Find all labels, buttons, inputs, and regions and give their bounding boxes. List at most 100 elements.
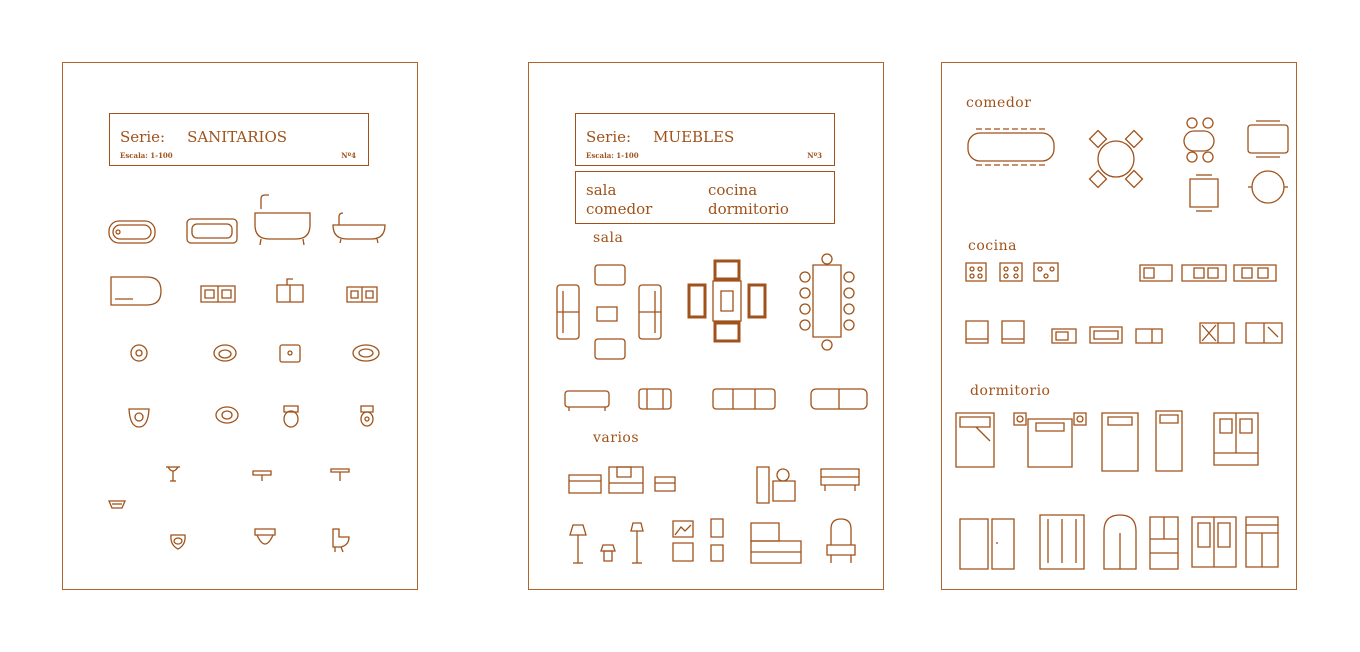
title-block-sanitarios: Serie: SANITARIOS Escala: 1-100 Nº4 [109, 113, 369, 166]
side-table-icon [655, 477, 675, 491]
category-sala: sala [586, 181, 617, 199]
double-sink-counter-icon [1182, 265, 1226, 281]
cooktop-icon [1034, 263, 1058, 281]
section-label-sala: sala [593, 230, 624, 246]
title-block-muebles: Serie: MUEBLES Escala: 1-100 Nº3 [575, 113, 835, 166]
oven-icon [1090, 327, 1122, 343]
category-cocina: cocina [708, 181, 758, 199]
wardrobe-open-icon [960, 519, 1014, 569]
arched-wardrobe-icon [1104, 515, 1136, 569]
armchair-icon [639, 389, 671, 409]
bathtub-rect-icon [187, 219, 237, 243]
bathtub-oval-icon [109, 221, 155, 243]
two-door-wardrobe-icon [1192, 517, 1236, 567]
vase-icon [711, 519, 723, 561]
sheet-muebles: Serie: MUEBLES Escala: 1-100 Nº3 sala coc… [528, 62, 884, 590]
single-bed-narrow-icon [1156, 411, 1182, 471]
dining-table-banquet-icon [968, 129, 1054, 165]
shower-tray-icon [111, 277, 161, 305]
wall-sink-icon [129, 409, 149, 427]
section-label-varios: varios [593, 430, 640, 446]
serie-name: MUEBLES [653, 128, 735, 146]
stove-icon [966, 263, 986, 281]
washer-icon [1200, 323, 1234, 343]
picture-frame-icon [673, 521, 693, 561]
microwave-icon [1052, 329, 1076, 343]
toilet-side-icon [333, 529, 349, 552]
oval-table-four-icon [1184, 118, 1214, 162]
dining-set-round-icon [689, 261, 765, 341]
scale-label: Escala: 1-100 [120, 151, 173, 160]
toilet-front-icon [255, 529, 275, 544]
pedestal-sink-icon [166, 467, 180, 481]
oval-sink-icon [214, 345, 236, 361]
double-bed-nightstands-icon [1014, 413, 1086, 467]
sheet-number: Nº3 [807, 151, 822, 160]
round-sink-icon [131, 345, 147, 361]
category-box: sala cocina comedor dormitorio [575, 171, 835, 224]
sofa-icon [565, 391, 609, 411]
freestanding-tub-icon [333, 213, 385, 243]
clawfoot-tub-icon [255, 195, 310, 245]
desk-chair-icon [609, 467, 643, 493]
dresser-icon [751, 523, 801, 563]
sofa-side-icon [811, 389, 867, 409]
wall-basin-side-icon [253, 471, 271, 481]
room-furniture-drawing [942, 63, 1298, 591]
corner-sink-icon [353, 345, 379, 361]
cabinet-shelves-icon [1150, 517, 1178, 569]
bidet-icon [171, 535, 185, 549]
fridge-icon [966, 321, 988, 343]
serie-label: Serie: [586, 128, 632, 146]
sanitary-fixtures-drawing [63, 63, 419, 591]
section-label-dormitorio: dormitorio [970, 383, 1051, 399]
round-table-chairs-icon [1090, 131, 1143, 188]
vanity-drawers-icon [347, 287, 377, 302]
category-dormitorio: dormitorio [708, 200, 789, 218]
sheet-sanitarios: Serie: SANITARIOS Escala: 1-100 Nº4 [62, 62, 418, 590]
bench-icon [821, 469, 859, 491]
serie-heading: Serie: MUEBLES [586, 128, 734, 146]
serie-label: Serie: [120, 128, 166, 146]
category-comedor: comedor [586, 200, 653, 218]
sink-counter-icon [1140, 265, 1172, 281]
square-table-small-icon [1190, 175, 1218, 211]
urinal-icon [109, 501, 125, 508]
square-table-four-icon [1248, 121, 1288, 157]
dryer-icon [1246, 323, 1282, 343]
living-room-set-icon [557, 265, 661, 359]
toilet-compact-icon [361, 406, 373, 426]
stove-2-icon [1000, 263, 1022, 281]
scale-label: Escala: 1-100 [586, 151, 639, 160]
crib-icon [757, 467, 795, 503]
vanity-double-icon [201, 286, 235, 302]
square-sink-icon [280, 345, 300, 362]
toilet-top-icon [284, 406, 298, 427]
round-table-small-icon [1248, 171, 1288, 203]
sheet-number: Nº4 [341, 151, 356, 160]
section-label-comedor: comedor [966, 95, 1032, 111]
dining-table-long-icon [800, 254, 854, 350]
freezer-icon [1002, 321, 1024, 343]
sheet-rooms: comedor cocina dormitorio [941, 62, 1297, 590]
serie-name: SANITARIOS [187, 128, 288, 146]
single-bed-icon [1102, 413, 1138, 471]
wall-basin-side-2-icon [331, 469, 349, 481]
wardrobe-front-icon [1214, 413, 1258, 465]
furniture-drawing [529, 63, 885, 591]
table-lamp-icon [601, 545, 615, 561]
standing-lamp-icon [631, 523, 643, 563]
vanity-single-icon [277, 279, 303, 302]
section-label-cocina: cocina [968, 238, 1017, 254]
serie-heading: Serie: SANITARIOS [120, 128, 287, 146]
armoire-icon [1040, 515, 1084, 569]
vanity-mirror-icon [827, 519, 855, 563]
desk-icon [569, 475, 601, 493]
dishwasher-icon [1136, 329, 1162, 343]
double-bed-icon [956, 413, 994, 467]
wall-sink-oval-icon [216, 407, 238, 423]
chest-drawers-icon [1246, 517, 1278, 567]
three-seat-sofa-icon [713, 389, 775, 409]
sink-counter-2-icon [1234, 265, 1276, 281]
floor-lamp-icon [570, 525, 586, 563]
